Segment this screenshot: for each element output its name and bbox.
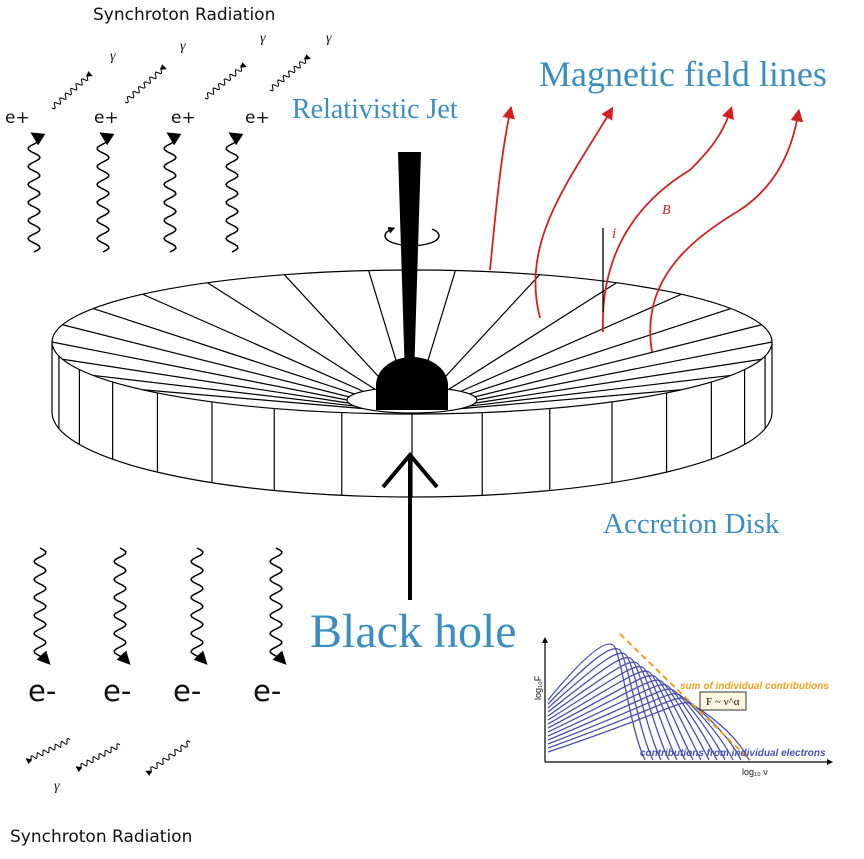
photon-wave-icon [75,742,121,773]
positron-label: e+ [171,108,196,128]
electron-contribution-curve [547,643,646,761]
power-law-label: F ~ ν^α [706,696,740,708]
disk-spoke [434,274,541,389]
disk-spoke [475,358,762,404]
up-arrow-icon [381,451,439,600]
disk-spoke [142,293,364,392]
black-hole-shape [376,357,448,410]
relativistic-jet-shape [398,152,421,378]
electron-contribution-curve [547,647,654,761]
inset-x-label: log₁₀ ν [742,767,768,777]
disk-spoke [283,274,390,389]
electron-contribution-curve [547,675,702,761]
gamma-symbol: γ [110,49,116,64]
field-line [602,106,734,333]
positron-label: e+ [245,108,270,128]
field-symbol-b: B [662,203,671,218]
electron-contribution-curve [547,661,678,761]
positron-label: e+ [5,108,30,128]
wavy-arrow-icon [225,132,244,253]
positron-emission-waves [27,132,244,253]
wavy-arrow-icon [269,547,287,665]
disk-spoke [469,374,731,407]
magnetic-field-label: Magnetic field lines [539,54,827,94]
relativistic-jet-label: Relativistic Jet [292,94,458,125]
synchrotron-title-bottom: Synchroton Radiation [10,827,193,847]
electron-label: e- [253,674,282,708]
electron-label: e- [173,674,202,708]
wavy-arrow-icon [33,547,51,665]
photon-wave-icon [145,740,191,777]
disk-spoke [469,307,731,395]
disk-spoke [93,307,355,395]
synchrotron-title-top: Synchroton Radiation [93,5,276,25]
disk-spoke [142,389,364,410]
inclination-symbol: i [612,226,616,242]
electron-contribution-curve [547,652,662,761]
power-law-box [699,691,747,711]
disk-spoke [62,324,350,398]
magnetic-field-lines [489,105,804,353]
electron-label: e- [103,674,132,708]
electron-contribution-curve [547,656,670,761]
electron-contribution-curve [547,692,734,761]
wavy-arrow-icon [190,547,208,665]
disk-spoke [476,341,773,401]
photon-waves [25,54,311,777]
electron-label: e- [28,674,57,708]
wavy-arrow-icon [27,132,46,253]
electron-contribution-curve [547,670,694,761]
photon-wave-icon [269,54,311,92]
sum-label: sum of individual contributions [680,681,829,692]
field-line [534,106,614,319]
gamma-symbol: γ [260,31,266,46]
disk-spoke [460,293,682,392]
individual-label: contributions from individual electrons [640,748,826,759]
sum-contribution-line [619,633,751,761]
electron-contribution-curve [547,701,750,761]
rotation-arrow-icon [384,227,440,247]
disk-spoke [207,282,376,390]
disk-spoke [474,324,762,398]
disk-spoke [93,374,355,407]
gamma-symbol: γ [54,779,60,794]
disk-spoke [51,341,348,401]
photon-wave-icon [25,737,71,765]
electron-contribution-curve [547,684,718,761]
photon-wave-icon [51,71,93,110]
black-hole-label: Black hole [310,605,517,658]
accretion-disk-label: Accretion Disk [603,508,780,540]
field-line [649,108,804,353]
accretion-disk [51,269,773,498]
electron-emission-waves [33,547,287,665]
wavy-arrow-icon [163,132,182,253]
electron-contribution-curve [547,697,742,761]
photon-wave-icon [124,64,167,104]
disk-spoke [448,282,617,390]
electron-contribution-curve [547,679,710,761]
inset-y-label: log₁₀F [533,675,543,700]
electron-contribution-curve [547,688,726,761]
wavy-arrow-icon [113,547,131,665]
positron-label: e+ [94,108,119,128]
disk-spokes [51,270,773,410]
disk-spoke [460,389,682,410]
photon-wave-icon [204,62,247,100]
spectrum-inset: F ~ ν^α sum of individual contributions … [530,633,840,780]
disk-spoke [62,358,349,404]
gamma-symbol: γ [326,31,332,46]
electron-contribution-curve [547,665,686,761]
individual-electron-curves [547,643,750,761]
field-line [489,105,515,271]
wavy-arrow-icon [96,132,115,253]
gamma-symbol: γ [180,39,186,54]
